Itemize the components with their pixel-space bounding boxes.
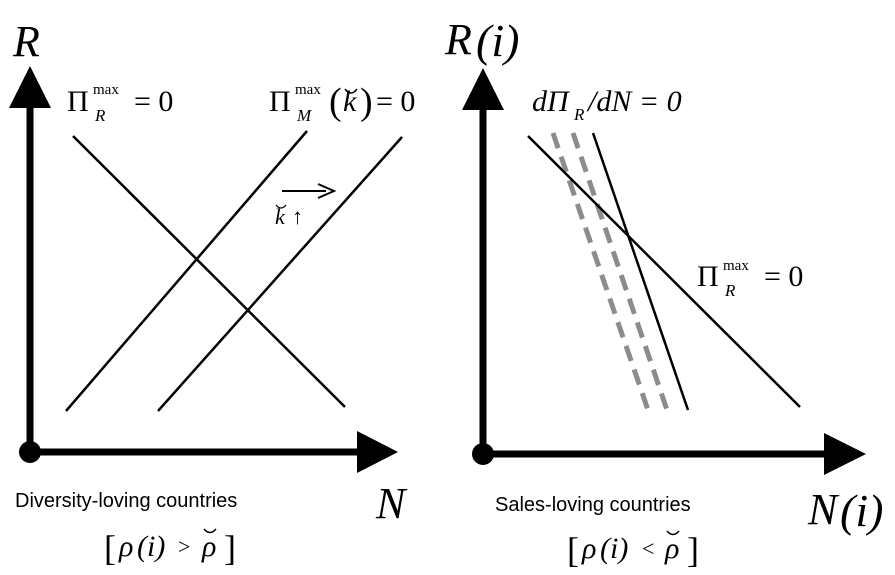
svg-text:]: ] [224,528,236,568]
right-condition: [ ρ (i) < ρ ] [567,530,699,570]
left-x-axis-arrowhead [357,431,398,473]
svg-text:Π: Π [67,85,89,118]
svg-text:k: k [275,204,286,229]
svg-text:R: R [444,15,472,64]
svg-text:= 0: = 0 [134,85,173,118]
svg-text:[: [ [104,528,116,568]
left-curve-pi-r [72,135,346,408]
svg-text:max: max [723,258,749,274]
svg-text:[: [ [567,530,579,570]
svg-text:ρ: ρ [201,530,216,563]
right-y-axis-label: R (i) [444,15,519,66]
right-x-axis-label: N (i) [807,485,883,536]
rho-breve-1 [203,528,217,534]
svg-text:ρ: ρ [581,532,596,565]
left-panel: R N Π max R = 0 Π max M ( k ) = 0 k ↑ Di… [9,17,415,568]
left-curve-pi-m-2 [157,136,403,412]
left-curve-pi-m-1 [65,130,308,412]
svg-text:(i): (i) [476,15,519,66]
svg-text:max: max [93,82,119,98]
left-origin-dot [19,441,41,463]
svg-text:]: ] [687,530,699,570]
left-shift-label: k ↑ [275,204,303,229]
svg-text:N: N [807,485,840,534]
left-shift-arrowhead [317,183,337,199]
right-dashed-curve-2 [570,132,670,411]
rho-breve-2 [666,530,680,536]
svg-text:Π: Π [697,260,719,293]
svg-text:<: < [642,536,654,561]
svg-text:dΠ: dΠ [532,85,571,118]
svg-text:>: > [178,534,190,559]
right-panel: R (i) N (i) dΠ R /dN = 0 Π max R = 0 Sal… [444,15,883,570]
left-label-pi-m: Π max M ( k ) = 0 [269,81,415,125]
svg-text:(i): (i) [600,532,628,565]
svg-text:ρ: ρ [118,530,133,563]
k-breve-2 [275,204,287,209]
svg-text:(i): (i) [840,485,883,536]
svg-text:): ) [360,81,373,123]
left-caption: Diversity-loving countries [15,490,237,512]
svg-text:(i): (i) [137,530,165,563]
right-curve-pi-r [527,135,801,408]
right-y-axis-arrowhead [462,68,504,110]
svg-text:(: ( [329,81,342,123]
svg-text:R: R [573,105,585,124]
right-caption: Sales-loving countries [495,494,691,516]
right-origin-dot [472,443,494,465]
right-x-axis-arrowhead [824,433,866,475]
left-x-axis-label: N [375,479,408,528]
svg-text:= 0: = 0 [376,85,415,118]
svg-text:Π: Π [269,85,291,118]
svg-text:= 0: = 0 [764,260,803,293]
left-y-axis-label: R [12,17,40,66]
svg-text:R: R [724,281,736,300]
right-label-pi-r: Π max R = 0 [697,258,803,300]
svg-text:max: max [295,82,321,98]
right-curve-dpi [591,132,690,411]
k-breve-1 [344,88,358,94]
svg-text:M: M [296,106,312,125]
right-label-dpi: dΠ R /dN = 0 [532,85,682,124]
svg-text:ρ: ρ [664,532,679,565]
left-condition: [ ρ (i) > ρ ] [104,528,236,568]
svg-text:/dN = 0: /dN = 0 [586,85,682,118]
left-label-pi-r: Π max R = 0 [67,82,173,125]
svg-text:R: R [94,106,106,125]
svg-text:↑: ↑ [292,204,303,229]
svg-text:k: k [343,85,357,118]
left-y-axis-arrowhead [9,66,51,108]
